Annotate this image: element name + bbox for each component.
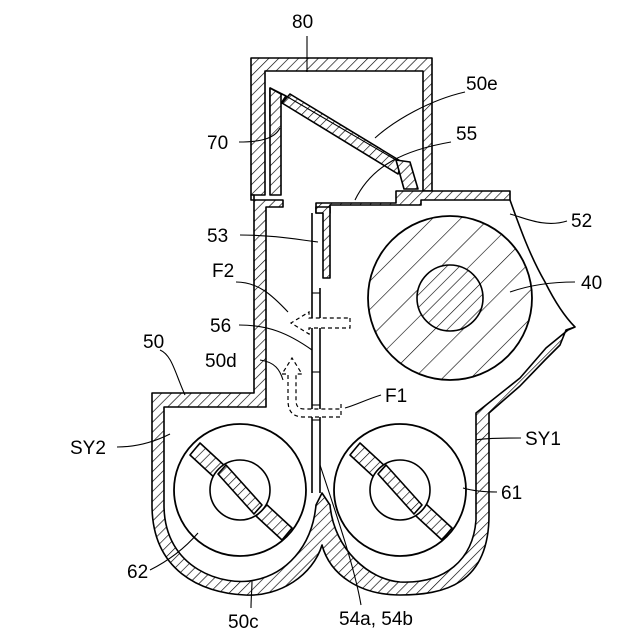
label-52: 52 [571, 211, 592, 232]
label-56: 56 [210, 316, 231, 337]
label-61: 61 [501, 483, 522, 504]
drum-40 [368, 216, 532, 380]
label-50e: 50e [466, 74, 498, 95]
label-62: 62 [127, 562, 148, 583]
label-50: 50 [143, 332, 164, 353]
label-50c: 50c [228, 612, 259, 633]
label-80: 80 [292, 12, 313, 33]
label-f2: F2 [212, 261, 234, 282]
label-70: 70 [207, 133, 228, 154]
label-sy2: SY2 [70, 438, 106, 459]
partition-56 [312, 213, 320, 493]
label-53: 53 [207, 226, 228, 247]
label-sy1: SY1 [525, 429, 561, 450]
label-40: 40 [581, 273, 602, 294]
filter-70 [270, 88, 418, 195]
roller-62 [174, 424, 306, 556]
roller-61 [334, 424, 466, 556]
label-55: 55 [456, 124, 477, 145]
label-50d: 50d [205, 351, 237, 372]
baffle-53 [316, 207, 330, 278]
chamber-ceiling-55 [316, 191, 510, 213]
label-54a-54b: 54a, 54b [339, 609, 413, 630]
label-f1: F1 [385, 386, 407, 407]
